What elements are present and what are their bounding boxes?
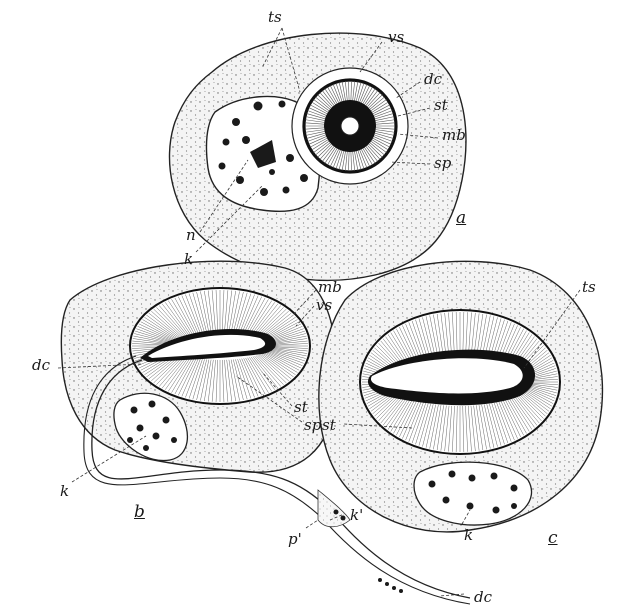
label-a-dc: dc: [424, 72, 442, 87]
panel-label-c: c: [548, 530, 558, 547]
label-a-st: st: [434, 98, 448, 113]
label-b-k: k: [60, 484, 69, 499]
label-a-n: n: [186, 228, 196, 243]
label-a-ts: ts: [268, 10, 282, 25]
label-a-sp: sp: [434, 156, 451, 171]
label-b-st: st: [294, 400, 308, 415]
label-a-mb: mb: [442, 128, 466, 143]
label-a-vs: vs: [388, 30, 404, 45]
label-c-ts: ts: [582, 280, 596, 295]
panel-c-cell: [319, 261, 603, 532]
label-a-k: k: [184, 252, 193, 267]
panel-label-a: a: [456, 210, 466, 227]
panel-label-b: b: [134, 504, 145, 521]
label-b-vs: vs: [316, 298, 332, 313]
label-b-p-prime: p': [288, 532, 302, 547]
label-b-dc: dc: [32, 358, 50, 373]
label-c-st: st: [322, 418, 336, 433]
panel-a-cell: [169, 33, 465, 280]
label-b-k-prime: k': [350, 508, 363, 523]
label-c-k: k: [464, 528, 473, 543]
label-b-mb: mb: [318, 280, 342, 295]
label-b-dc-tail: dc: [474, 590, 492, 605]
label-b-sp: sp: [304, 418, 321, 433]
